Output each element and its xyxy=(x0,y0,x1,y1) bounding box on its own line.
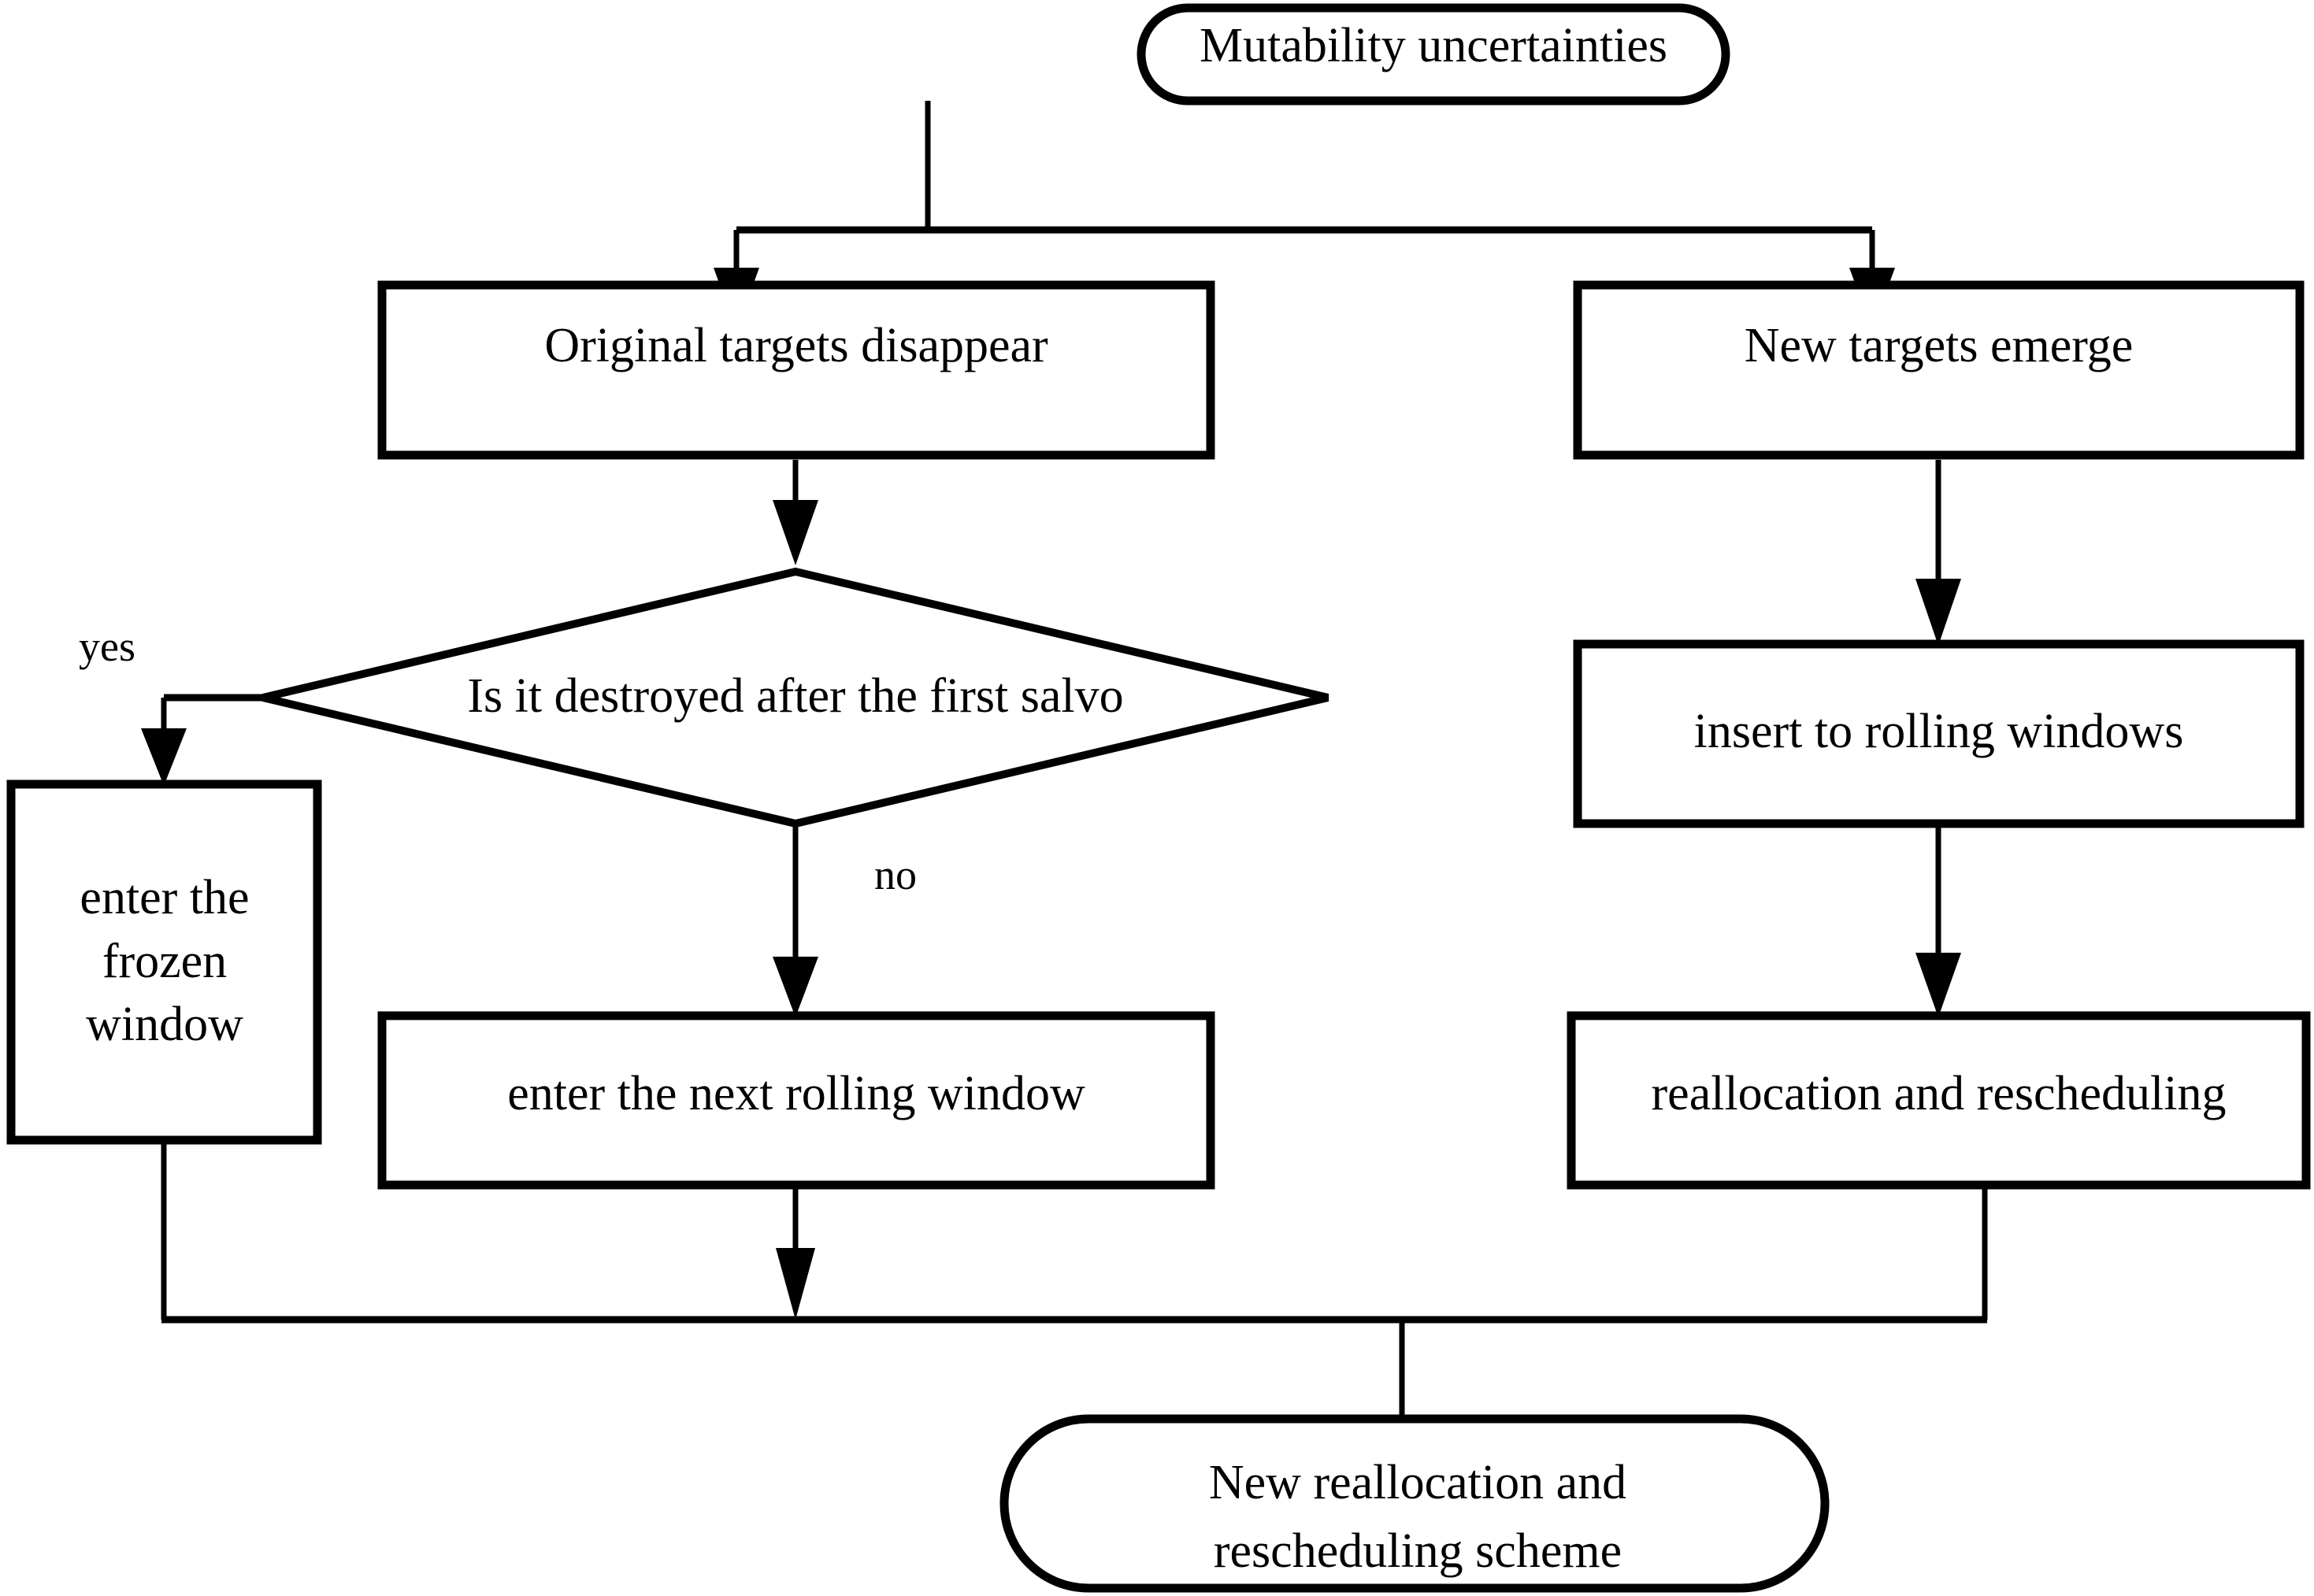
node-frozen-window-shape xyxy=(6,779,322,1145)
node-insert-rolling-windows-shape xyxy=(1573,639,2305,828)
edge-insert-to-realloc xyxy=(1915,824,1961,1017)
node-start-shape xyxy=(1137,3,1730,106)
node-next-rolling-window-label: enter the next rolling window xyxy=(507,1067,1085,1120)
node-frozen-window-line-2: frozen xyxy=(102,934,228,988)
node-frozen-window-label: enter the frozen window xyxy=(11,866,318,1057)
edge-next-to-merge xyxy=(776,1185,815,1320)
node-right-branch-shape xyxy=(1573,280,2305,460)
edge-decision-yes xyxy=(141,694,268,786)
node-next-rolling-window-shape xyxy=(377,1011,1215,1190)
node-insert-rolling-windows-label: insert to rolling windows xyxy=(1693,705,2184,758)
node-decision-label: Is it destroyed after the first salvo xyxy=(467,669,1124,723)
edge-label-no: no xyxy=(874,851,917,898)
node-reallocation-rescheduling-label: reallocation and rescheduling xyxy=(1651,1067,2227,1120)
node-end-line-1: New reallocation and xyxy=(1208,1456,1627,1509)
node-frozen-window-line-3: window xyxy=(86,998,243,1052)
node-end-shape xyxy=(999,1414,1830,1593)
edge-left-to-decision xyxy=(773,460,818,565)
node-left-branch-shape xyxy=(377,280,1215,460)
edge-right-to-insert xyxy=(1915,460,1961,646)
edge-label-yes: yes xyxy=(79,623,135,670)
node-end-label: New reallocation and rescheduling scheme xyxy=(1008,1449,1827,1586)
node-reallocation-rescheduling-shape xyxy=(1567,1011,2311,1190)
node-end-line-2: rescheduling scheme xyxy=(1213,1524,1622,1578)
node-left-branch-label: Original targets disappear xyxy=(544,319,1048,372)
node-decision-shape xyxy=(261,567,1329,828)
node-right-branch-label: New targets emerge xyxy=(1744,319,2134,372)
node-start-label: Mutability uncertainties xyxy=(1199,19,1668,72)
node-frozen-window-line-1: enter the xyxy=(80,871,250,924)
edge-decision-no xyxy=(773,824,818,1017)
